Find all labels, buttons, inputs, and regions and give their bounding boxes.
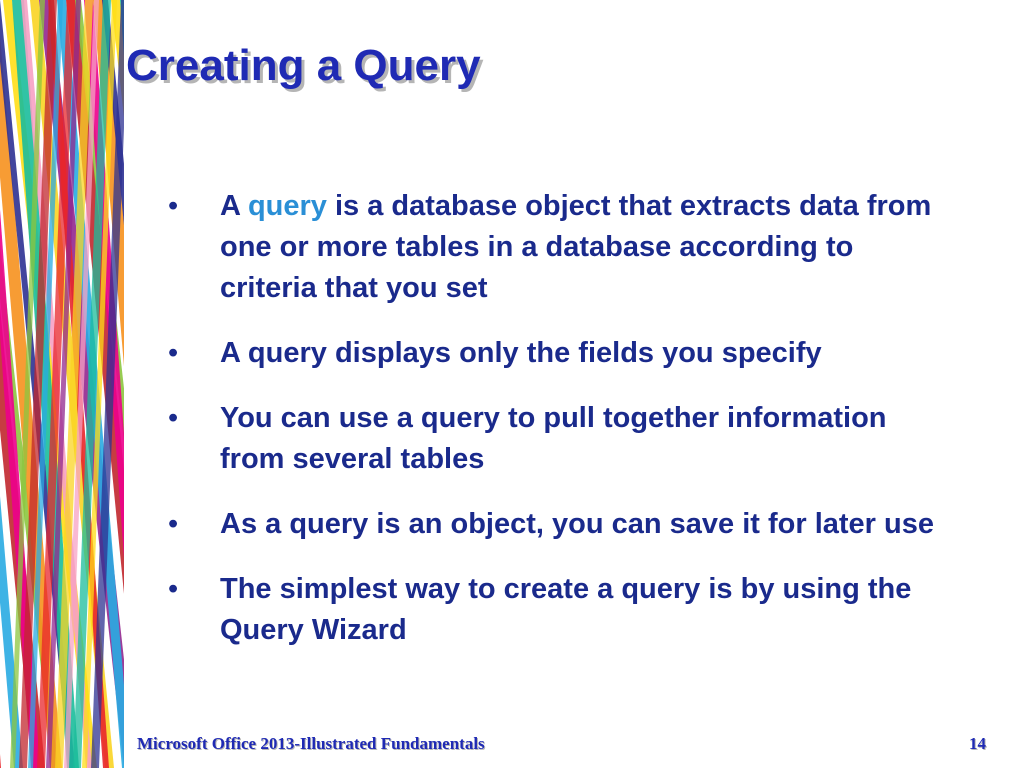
bullet-list: • A query is a database object that extr… xyxy=(166,186,956,675)
bullet-marker: • xyxy=(168,508,179,540)
ribbon-stripe xyxy=(28,0,63,768)
ribbon-stripe xyxy=(91,0,124,768)
slide-title: Creating a Query xyxy=(126,41,481,90)
ribbon-stripe xyxy=(10,0,45,768)
bullet-item: • As a query is an object, you can save … xyxy=(166,504,956,545)
ribbon-stripe xyxy=(0,754,1,768)
bullet-marker: • xyxy=(168,337,179,369)
stripes-graphic xyxy=(0,0,124,768)
ribbon-stripe xyxy=(73,0,111,768)
ribbon-stripe xyxy=(82,0,117,768)
bullet-item: • The simplest way to create a query is … xyxy=(166,569,956,651)
query-term-highlight: query xyxy=(247,190,327,222)
ribbon-stripe xyxy=(37,0,75,768)
bullet-text: A query displays only the fields you spe… xyxy=(220,337,822,369)
bullet-marker: • xyxy=(168,402,179,434)
bullet-item: • A query is a database object that extr… xyxy=(166,186,956,309)
bullet-text: You can use a query to pull together inf… xyxy=(220,402,887,475)
bullet-marker: • xyxy=(168,573,179,605)
ribbon-stripe xyxy=(55,0,93,768)
bullet-text-prefix: A xyxy=(220,190,248,222)
footer-page-number: 14 xyxy=(969,734,986,753)
bullet-text: The simplest way to create a query is by… xyxy=(220,573,912,646)
bullet-text-suffix: is a database object that extracts data … xyxy=(220,190,932,304)
ribbon-stripe xyxy=(46,0,81,768)
bullet-item: • You can use a query to pull together i… xyxy=(166,398,956,480)
ribbon-stripe xyxy=(64,0,99,768)
footer-course-title: Microsoft Office 2013-Illustrated Fundam… xyxy=(137,734,485,753)
ribbon-stripe xyxy=(19,0,57,768)
bullet-item: • A query displays only the fields you s… xyxy=(166,333,956,374)
bullet-text: As a query is an object, you can save it… xyxy=(220,508,934,540)
bullet-marker: • xyxy=(168,190,179,222)
decorative-stripes xyxy=(0,0,124,768)
